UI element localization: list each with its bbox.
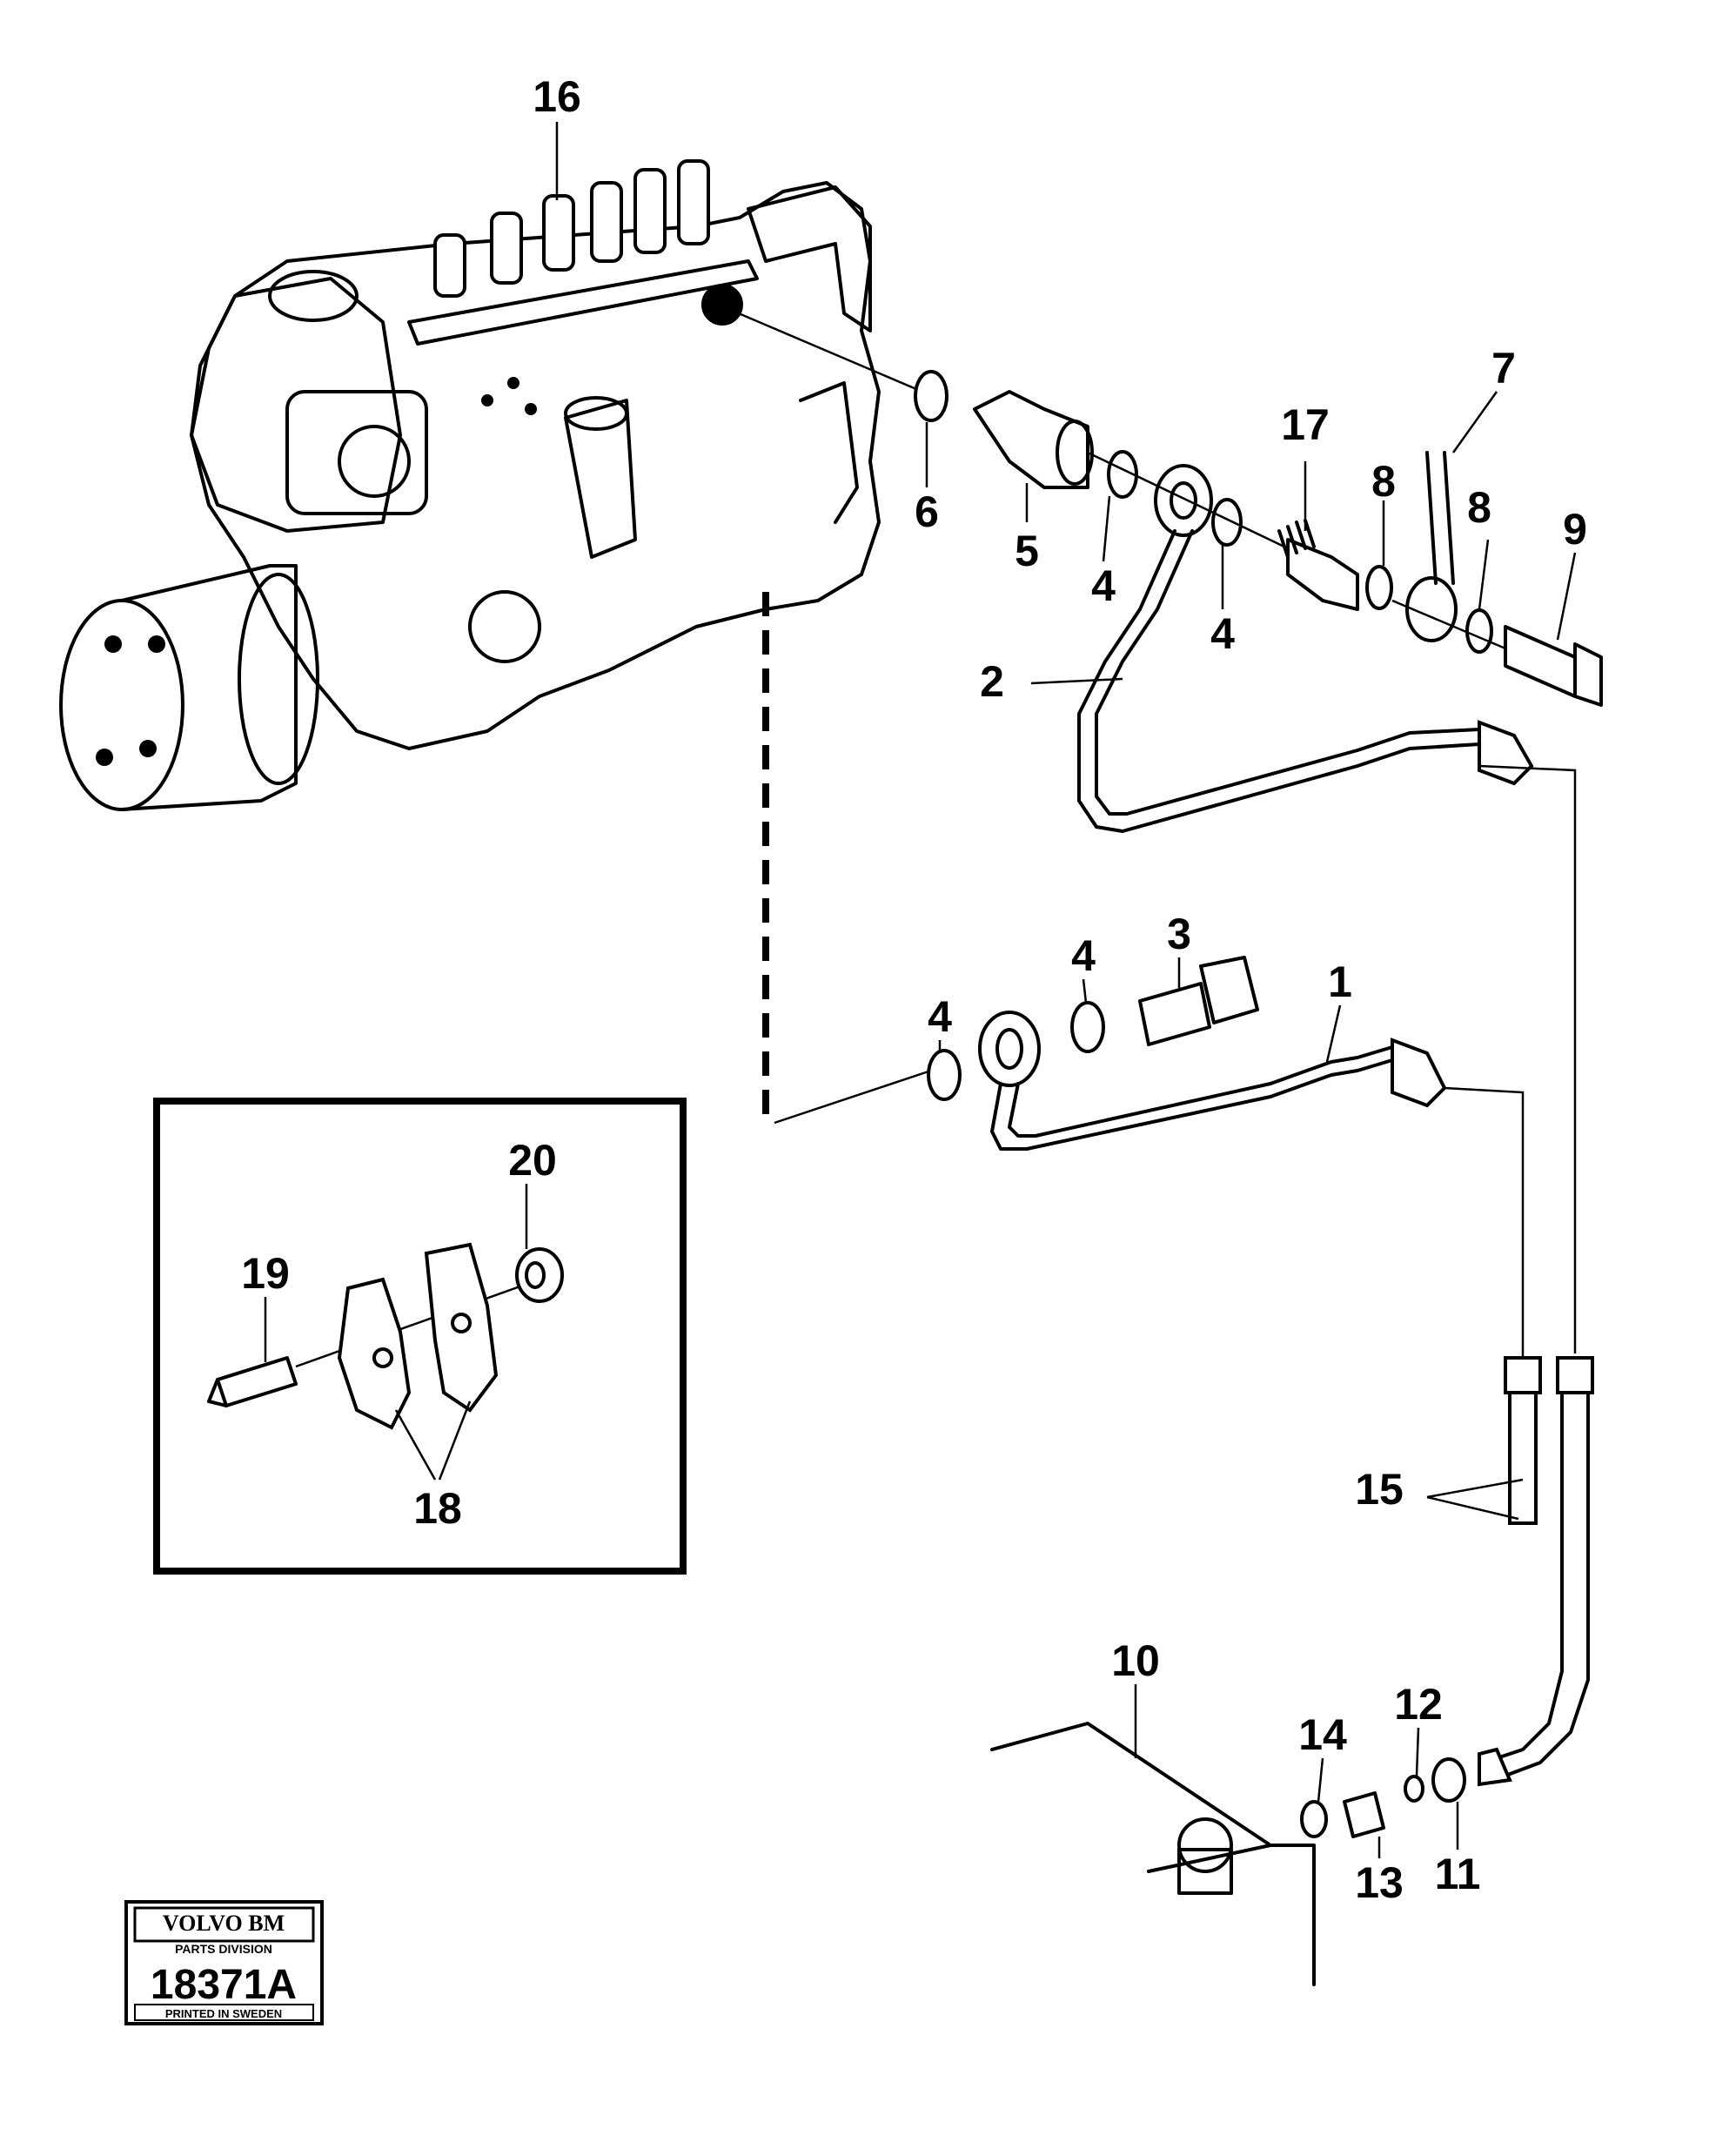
callout-10: 10 xyxy=(1111,1636,1160,1685)
callout-6: 6 xyxy=(915,487,939,536)
logo-division: PARTS DIVISION xyxy=(175,1942,272,1956)
callout-2: 2 xyxy=(980,657,1004,706)
upper-fitting-assembly xyxy=(721,305,1603,707)
callout-labels: 16 6 5 4 4 17 8 7 8 9 2 3 4 4 1 20 19 18… xyxy=(241,72,1587,1907)
volvo-bm-logo: VOLVO BM PARTS DIVISION 18371A PRINTED I… xyxy=(124,1900,324,2025)
callout-13: 13 xyxy=(1355,1858,1404,1907)
callout-20: 20 xyxy=(508,1136,557,1185)
tank-10 xyxy=(990,1722,1466,1986)
callout-11: 11 xyxy=(1435,1850,1481,1898)
logo-printed: PRINTED IN SWEDEN xyxy=(165,2007,282,2020)
pipe-2 xyxy=(1077,529,1534,833)
callout-4c: 4 xyxy=(1071,931,1096,980)
logo-brand: VOLVO BM xyxy=(163,1911,285,1936)
callout-4b: 4 xyxy=(1210,609,1235,658)
callout-8a: 8 xyxy=(1371,457,1396,506)
callout-17: 17 xyxy=(1281,400,1330,449)
callout-4d: 4 xyxy=(928,992,952,1041)
callout-7: 7 xyxy=(1491,344,1516,393)
logo-number: 18371A xyxy=(151,1962,297,2008)
leader-lines xyxy=(555,122,1577,1858)
callout-15: 15 xyxy=(1355,1465,1404,1514)
callout-14: 14 xyxy=(1298,1710,1347,1759)
callout-16: 16 xyxy=(533,72,581,121)
callout-18: 18 xyxy=(413,1484,462,1533)
callout-1: 1 xyxy=(1328,957,1352,1006)
callout-12: 12 xyxy=(1394,1680,1443,1729)
callout-4a: 4 xyxy=(1091,561,1116,610)
callout-3: 3 xyxy=(1167,910,1191,958)
callout-9: 9 xyxy=(1563,505,1587,554)
callout-5: 5 xyxy=(1015,527,1039,575)
callout-19: 19 xyxy=(241,1249,290,1298)
pipe-1-assembly xyxy=(774,956,1447,1151)
clip-inset-box xyxy=(153,1098,687,1575)
injection-pump xyxy=(59,159,881,811)
callout-8b: 8 xyxy=(1467,483,1491,532)
hoses-15 xyxy=(1478,1356,1594,1787)
